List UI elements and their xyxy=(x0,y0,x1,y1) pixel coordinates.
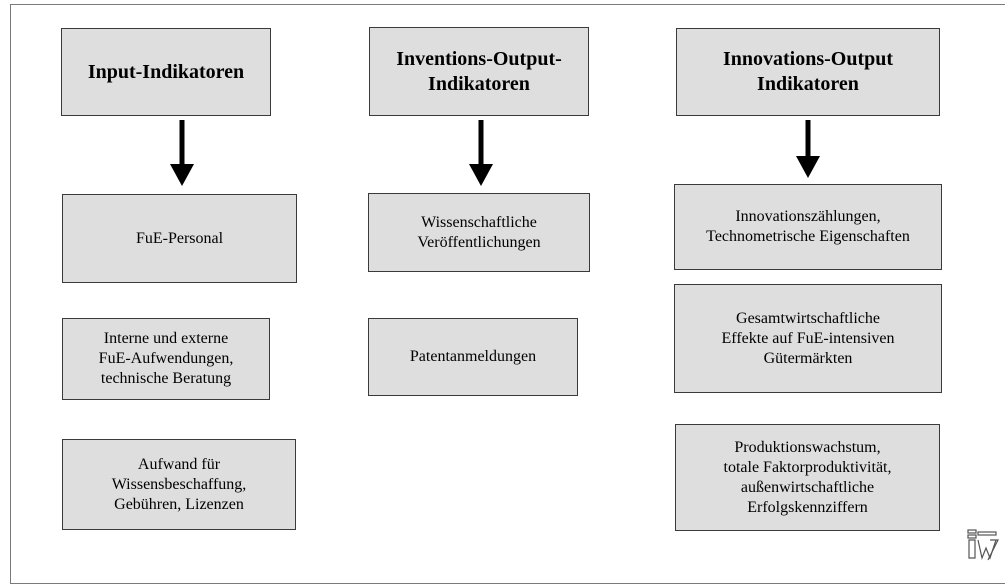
box-wissensbeschaffung: Aufwand für Wissensbeschaffung, Gebühren… xyxy=(62,439,296,530)
box-veroeffentlichungen: Wissenschaftliche Veröffentlichungen xyxy=(368,193,590,272)
box-fue-aufwendungen: Interne und externe FuE-Aufwendungen, te… xyxy=(62,318,270,400)
header-innovations-output: Innovations-Output Indikatoren xyxy=(676,28,940,116)
arrow-down-icon xyxy=(469,120,493,186)
arrow-down-icon xyxy=(796,120,820,178)
header-input-indicators: Input-Indikatoren xyxy=(61,28,271,116)
box-fue-personal: FuE-Personal xyxy=(62,194,297,283)
arrow-down-icon xyxy=(170,120,194,186)
header-inventions-output: Inventions-Output- Indikatoren xyxy=(369,27,589,116)
box-innovationszaehlungen: Innovationszählungen, Technometrische Ei… xyxy=(674,184,942,270)
box-patentanmeldungen: Patentanmeldungen xyxy=(368,318,578,396)
box-gesamtwirtschaftliche-effekte: Gesamtwirtschaftliche Effekte auf FuE-in… xyxy=(674,284,942,393)
box-produktionswachstum: Produktionswachstum, totale Faktorproduk… xyxy=(675,424,940,531)
institute-logo-icon xyxy=(967,529,999,561)
